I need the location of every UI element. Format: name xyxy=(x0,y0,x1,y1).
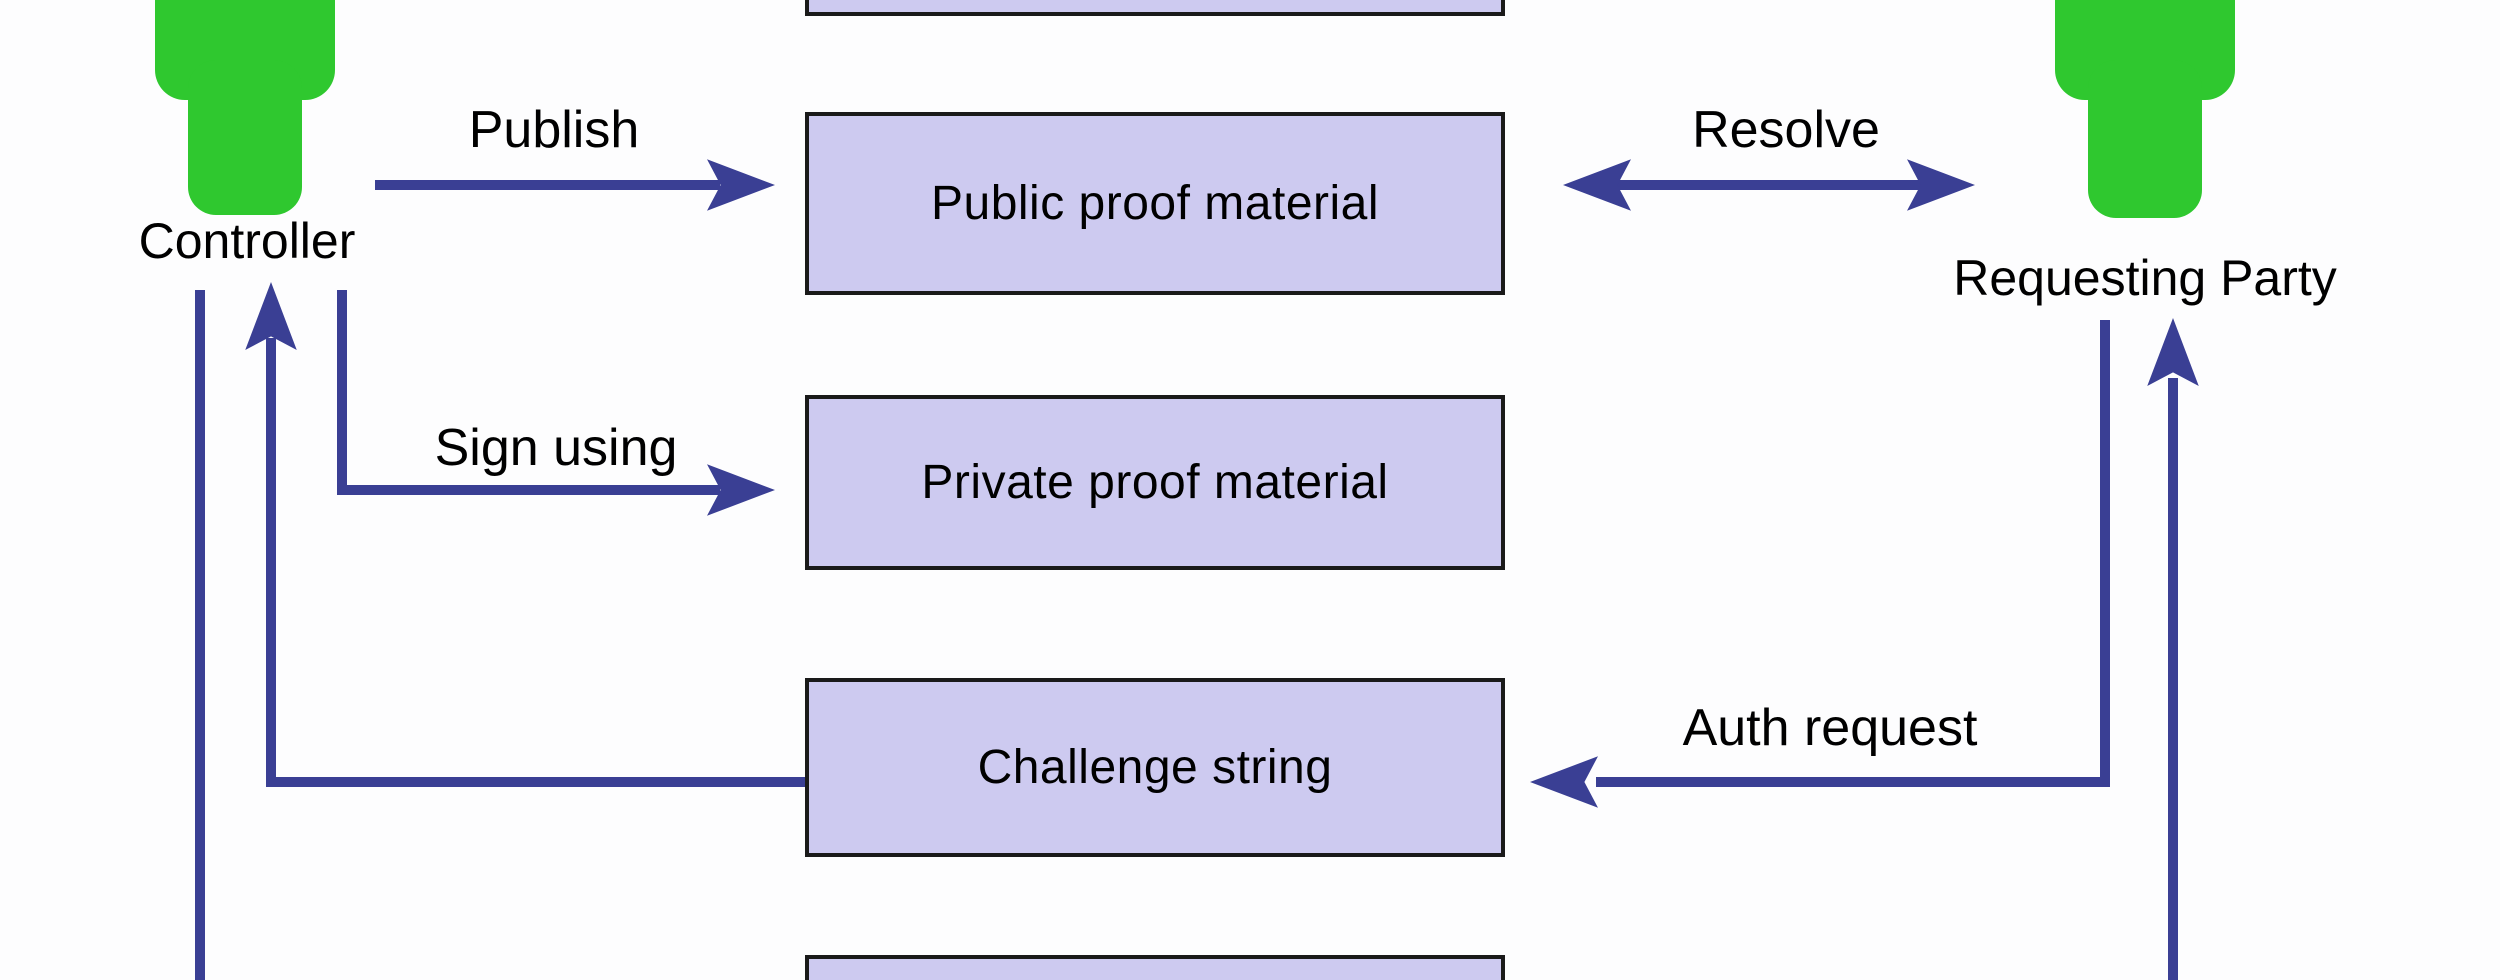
challenge-return-vertical-line xyxy=(266,338,276,787)
auth-request-arrowhead-icon xyxy=(1530,756,1598,808)
sign-using-horizontal-line xyxy=(337,485,720,495)
requesting-party-label: Requesting Party xyxy=(1953,250,2337,306)
publish-edge-label: Publish xyxy=(468,101,640,159)
box-private-proof-material: Private proof material xyxy=(805,395,1505,570)
auth-request-horizontal-line xyxy=(1596,777,2110,787)
auth-request-edge-label: Auth request xyxy=(1682,699,1978,757)
box-private-proof-material-label: Private proof material xyxy=(921,456,1389,509)
response-up-line xyxy=(2168,378,2178,980)
challenge-return-horizontal-line xyxy=(266,777,805,787)
response-up-arrowhead-icon xyxy=(2147,318,2199,386)
box-public-proof-material-label: Public proof material xyxy=(930,177,1380,230)
box-challenge-string: Challenge string xyxy=(805,678,1505,857)
resolve-edge-label: Resolve xyxy=(1692,101,1880,159)
auth-request-vertical-line xyxy=(2100,320,2110,787)
box-bottom-partial xyxy=(805,955,1505,980)
sign-using-edge-label: Sign using xyxy=(434,419,678,477)
controller-response-line xyxy=(195,290,205,980)
controller-label: Controller xyxy=(138,213,356,269)
publish-arrow-line xyxy=(375,180,720,190)
box-top-partial xyxy=(805,0,1505,16)
requesting-party-actor-torso xyxy=(2088,60,2202,218)
controller-actor-torso xyxy=(188,60,302,215)
resolve-arrow-line xyxy=(1585,180,1955,190)
box-public-proof-material: Public proof material xyxy=(805,112,1505,295)
sign-using-vertical-line xyxy=(337,290,347,495)
box-challenge-string-label: Challenge string xyxy=(977,741,1333,794)
